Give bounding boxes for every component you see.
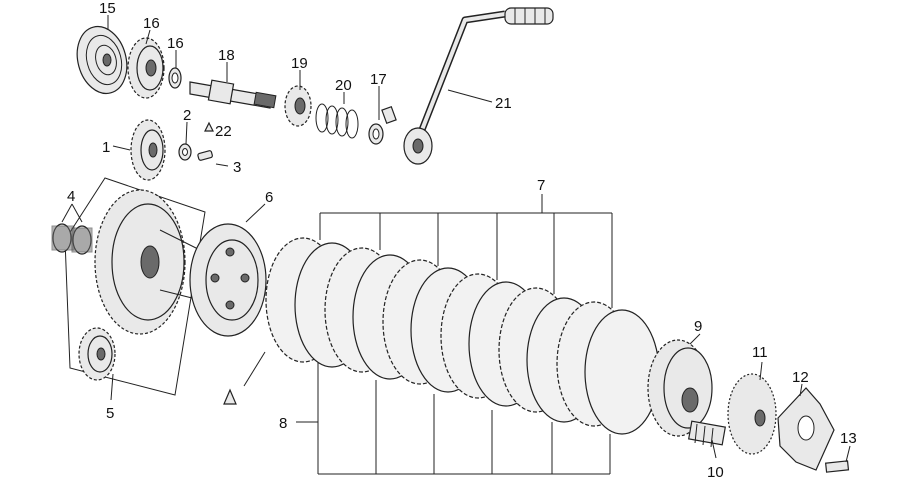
- callout-1: 1: [102, 139, 110, 156]
- part-17-shaft: [189, 79, 277, 109]
- callout-labels: 15 16 16 18 19 20 17 21 1 2 22 3 4 5 6 7…: [67, 0, 857, 481]
- part-16b-washer: [368, 105, 397, 145]
- part-1-gear: [130, 119, 166, 181]
- callout-17: 18: [218, 47, 235, 64]
- part-22-marker: [223, 388, 237, 405]
- clutch-basket: [94, 189, 201, 335]
- callout-11: 11: [752, 344, 768, 361]
- part-11-plate: [727, 373, 777, 455]
- callout-19: 20: [335, 77, 352, 94]
- part-19-coil-spring: [315, 103, 359, 139]
- part-15-gear: [127, 37, 165, 99]
- callout-2: 2: [183, 107, 191, 124]
- callout-7: 7: [537, 177, 545, 194]
- callout-6: 6: [265, 189, 273, 206]
- callout-3: 3: [233, 159, 241, 176]
- callout-16a: 16: [167, 35, 184, 52]
- callout-14: 15: [99, 0, 116, 17]
- callout-9: 9: [694, 318, 702, 335]
- part-3-pin: [197, 150, 213, 161]
- callout-20: 21: [495, 95, 512, 112]
- callout-4: 4: [67, 188, 75, 205]
- part-6-pressure-plate: [189, 223, 267, 337]
- part-20-kick-lever: [403, 7, 554, 165]
- callout-16b: 17: [370, 71, 387, 88]
- part-5-gear: [78, 327, 116, 381]
- part-10-spring: [688, 420, 726, 448]
- callout-13: 13: [840, 430, 857, 447]
- part-9-clutch-hub: [647, 339, 713, 437]
- part-2-washer: [178, 143, 192, 161]
- part-21-marker: [204, 121, 214, 132]
- part-16a-washer: [168, 67, 182, 89]
- callout-10: 10: [707, 464, 724, 481]
- callout-21: 22: [215, 123, 232, 140]
- part-12-retaining-plate: [777, 387, 835, 471]
- part-14-spiral-spring: [76, 25, 128, 95]
- clutch-basket-frame: [64, 177, 206, 396]
- callout-12: 12: [792, 369, 809, 386]
- part-18-ratchet: [284, 85, 312, 127]
- leader-lines: [61, 15, 851, 475]
- callout-18: 19: [291, 55, 308, 72]
- callout-8: 8: [279, 415, 287, 432]
- part-13-bolt: [824, 460, 850, 473]
- callout-5: 5: [106, 405, 114, 422]
- part-4-needle-bearings: [51, 223, 93, 255]
- clutch-plate-stack: [265, 237, 660, 435]
- callout-15: 16: [143, 15, 160, 32]
